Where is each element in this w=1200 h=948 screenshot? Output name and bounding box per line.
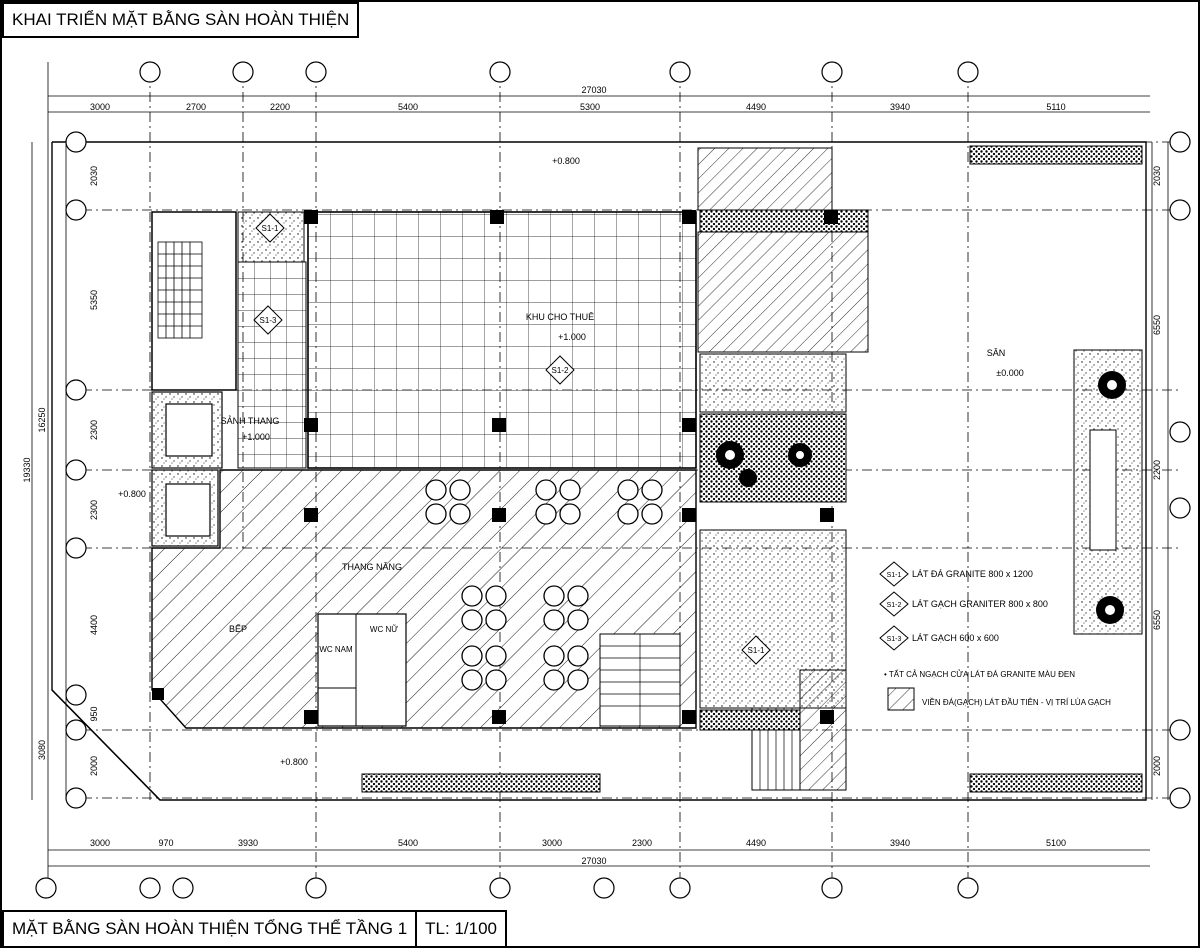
dim-left-inner: 16250 [37, 407, 47, 432]
level-stair-hall: +1.000 [242, 432, 270, 442]
tag-s12: S1-2 [552, 366, 569, 375]
legend-text-3: LÁT GẠCH 600 x 600 [912, 633, 999, 643]
dim-left-outer: 19330 [22, 457, 32, 482]
level-rental: +1.000 [558, 332, 586, 342]
legend-border-note: VIỀN ĐÁ(GẠCH) LÁT ĐẦU TIÊN - VỊ TRÍ LÙA … [922, 697, 1111, 707]
dim-top-total: 27030 [581, 85, 606, 95]
structural-columns [152, 210, 838, 724]
dim-left-3: 2300 [89, 420, 99, 440]
level-yard: ±0.000 [996, 368, 1023, 378]
dim-bottom-9: 5100 [1046, 838, 1066, 848]
axis-bubbles [35, 61, 1191, 899]
legend: S1-1 S1-2 S1-3 LÁT ĐÁ GRANITE 800 x 1200… [879, 561, 1111, 711]
tree-symbols-white [725, 380, 1117, 615]
elevator-shafts [151, 391, 223, 547]
dim-top-8: 5110 [1046, 102, 1065, 112]
footer-bar: MẶT BẰNG SÀN HOÀN THIỆN TỔNG THỂ TẦNG 1 … [2, 910, 507, 948]
legend-text-1: LÁT ĐÁ GRANITE 800 x 1200 [912, 569, 1033, 579]
dim-right-5: 2000 [1152, 756, 1162, 776]
room-label-rental: KHU CHO THUÊ [526, 312, 594, 322]
room-label-wc-female: WC NỮ [370, 625, 398, 634]
dim-bottom-5: 3000 [542, 838, 562, 848]
dim-bottom-4: 5400 [398, 838, 418, 848]
dim-right-1: 2030 [1152, 166, 1162, 186]
dim-left-5: 4400 [89, 615, 99, 635]
dim-right-3: 2200 [1152, 460, 1162, 480]
dim-top-1: 3000 [90, 102, 110, 112]
wc-block [317, 613, 407, 727]
dim-right-2: 6550 [1152, 315, 1162, 335]
stair-treads [157, 241, 203, 339]
dim-top-3: 2200 [270, 102, 290, 112]
dim-top-6: 4490 [746, 102, 766, 112]
dim-bottom-3: 3930 [238, 838, 258, 848]
room-label-yard: SÂN [987, 348, 1006, 358]
room-label-wc-male: WC NAM [319, 645, 353, 654]
dim-left-7: 2000 [89, 756, 99, 776]
dim-bottom-total: 27030 [581, 856, 606, 866]
drawing-title: KHAI TRIỂN MẶT BẰNG SÀN HOÀN THIỆN [2, 2, 360, 38]
floor-tags [253, 213, 771, 665]
dimension-lines [31, 62, 1169, 880]
legend-text-2: LÁT GẠCH GRANITER 800 x 800 [912, 599, 1048, 609]
site-boundary [51, 141, 1147, 801]
level-bottom: +0.800 [280, 757, 308, 767]
dim-top-7: 3940 [890, 102, 910, 112]
dim-top-4: 5400 [398, 102, 418, 112]
dim-top-2: 2700 [186, 102, 206, 112]
hatched-block-mid [697, 231, 869, 353]
dim-top-5: 5300 [580, 102, 600, 112]
legend-tag-1: S1-1 [887, 572, 902, 579]
hatched-block-top [697, 147, 833, 211]
footer-scale: TL: 1/100 [415, 912, 505, 946]
tag-s13: S1-3 [260, 316, 277, 325]
legend-note: • TẤT CẢ NGẠCH CỬA LÁT ĐÁ GRANITE MÀU ĐE… [884, 669, 1075, 679]
dim-bottom-8: 3940 [890, 838, 910, 848]
dim-left-6: 950 [89, 706, 99, 721]
dim-right-4: 6550 [1152, 610, 1162, 630]
planter-strips [361, 145, 1143, 793]
footer-caption: MẶT BẰNG SÀN HOÀN THIỆN TỔNG THỂ TẦNG 1 [12, 919, 408, 938]
dining-tables [425, 479, 663, 691]
tag-s11-bottom: S1-1 [748, 646, 765, 655]
dim-bottom-1: 3000 [90, 838, 110, 848]
room-label-kitchen: BẾP [229, 624, 247, 634]
tag-s11-top: S1-1 [262, 224, 279, 233]
stair-hall-floor [237, 261, 307, 469]
dim-bottom-7: 4490 [746, 838, 766, 848]
level-top: +0.800 [552, 156, 580, 166]
dim-bottom-2: 970 [158, 838, 173, 848]
room-label-elevator: THANG NÂNG [342, 562, 402, 572]
dotted-block-1 [699, 353, 847, 413]
legend-tag-3: S1-3 [887, 636, 902, 643]
room-label-stair-hall: SẢNH THANG [221, 415, 280, 426]
dim-left-4: 2300 [89, 500, 99, 520]
dim-left-bottom: 3080 [37, 740, 47, 760]
legend-tag-2: S1-2 [887, 602, 902, 609]
level-left: +0.800 [118, 489, 146, 499]
dim-bottom-6: 2300 [632, 838, 652, 848]
dim-left-2: 5350 [89, 290, 99, 310]
dim-left-1: 2030 [89, 166, 99, 186]
